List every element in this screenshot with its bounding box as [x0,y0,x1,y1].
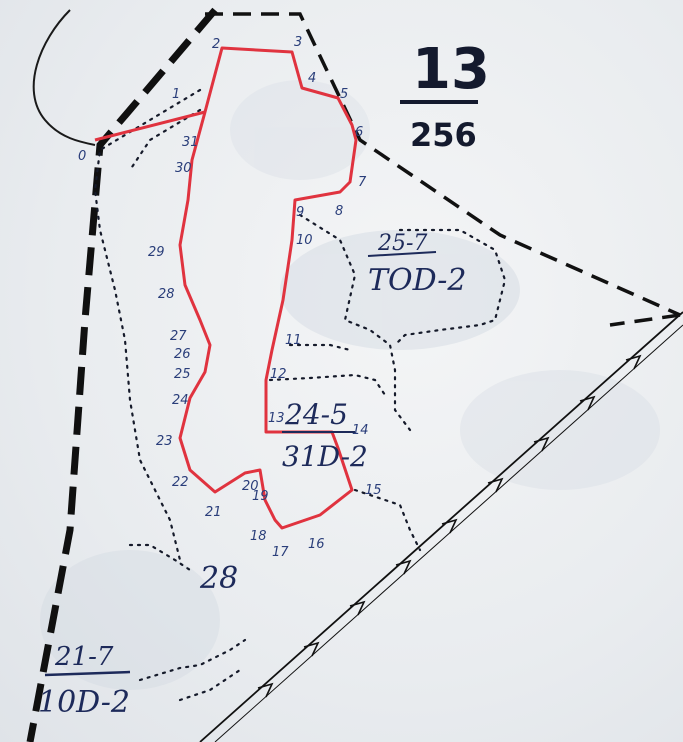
point-20: 20 [242,479,259,494]
point-6: 6 [355,125,363,140]
sheet-number: 13 256 [400,37,490,154]
point-25: 25 [174,367,191,382]
point-30: 30 [175,161,192,176]
parcel-1-top: 25-7 [377,231,427,256]
coast-line [32,9,96,146]
dashed-boundary-right [609,313,681,327]
point-13: 13 [268,411,285,426]
dotted-boundaries [93,88,507,702]
point-15: 15 [365,483,382,498]
point-19: 19 [252,489,269,504]
parcel-1-bottom: TOD-2 [368,263,466,298]
point-8: 8 [335,204,343,219]
point-0: 0 [78,149,86,164]
sheet-number-main: 13 [412,37,490,102]
parcel-3-top: 21-7 [54,642,114,672]
parcel-2-bottom: 31D-2 [282,440,368,473]
point-10: 10 [296,233,313,248]
railway-line [199,311,683,742]
point-16: 16 [308,537,325,552]
point-27: 27 [170,329,187,344]
sheet-number-sub: 256 [410,116,477,154]
point-22: 22 [172,475,189,490]
point-14: 14 [352,423,369,438]
point-5: 5 [340,87,348,102]
point-labels: 0 1 2 3 4 5 6 7 8 9 10 11 12 13 14 15 16… [78,35,382,560]
dashed-boundary-top [205,12,681,317]
parcel-label-2: 24-5 31D-2 [282,398,368,473]
point-18: 18 [250,529,267,544]
point-2: 2 [212,37,220,52]
point-17: 17 [272,545,289,560]
point-1: 1 [172,87,180,102]
point-21: 21 [205,505,222,520]
point-11: 11 [285,333,302,348]
red-parcel-boundary [178,46,358,530]
point-9: 9 [296,205,304,220]
area-label: 28 [199,561,238,596]
point-31: 31 [182,135,199,150]
parcel-2-top: 24-5 [284,398,348,431]
point-7: 7 [358,175,367,190]
parcel-3-bottom: 10D-2 [38,685,130,720]
parcel-label-3: 21-7 10D-2 [38,642,131,720]
parcel-label-1: 25-7 TOD-2 [367,231,466,298]
point-26: 26 [174,347,191,362]
point-12: 12 [270,367,287,382]
point-3: 3 [294,35,302,50]
point-29: 29 [148,245,165,260]
point-23: 23 [156,434,173,449]
paper-texture [40,80,660,690]
point-4: 4 [308,71,316,86]
point-28: 28 [158,287,175,302]
red-spur-line [94,110,206,142]
point-24: 24 [172,393,189,408]
